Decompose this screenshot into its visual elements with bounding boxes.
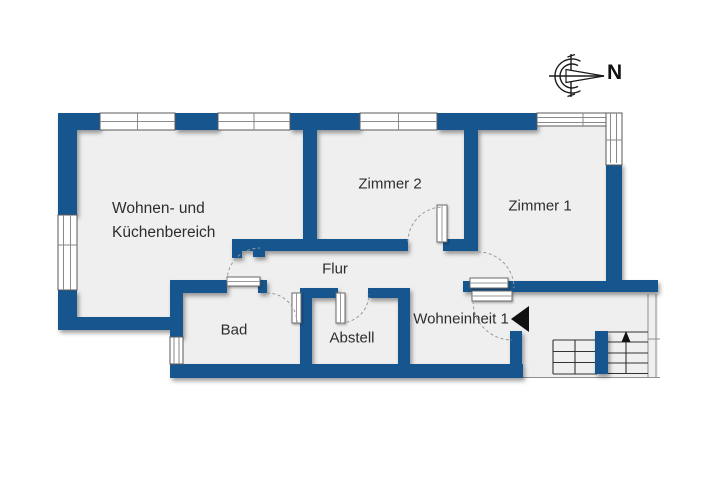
door-arc-bad	[266, 292, 298, 324]
door-swing-arcs	[226, 206, 515, 341]
room-label-wohnen-line2: Küchenbereich	[112, 224, 216, 241]
compass-north-label: N	[607, 61, 623, 84]
wall-divider-wohnen-zimmer2	[303, 130, 317, 251]
wall-top-2	[175, 113, 218, 130]
door-arc-entrance	[472, 300, 513, 341]
wall-abstell-top-right	[368, 288, 410, 298]
north-arrow-icon	[549, 53, 605, 98]
door-leaf-entrance	[471, 290, 513, 302]
window-top-2	[217, 112, 291, 131]
door-leaf-wohnen-flur	[226, 276, 261, 287]
wall-top-3	[290, 113, 360, 130]
wall-bottom	[170, 364, 523, 378]
door-arc-zimmer2	[407, 206, 444, 243]
wall-abstell-left	[300, 288, 312, 366]
wall-divider-zimmer2-zimmer1	[464, 130, 478, 251]
unit-label: Wohneinheit 1	[413, 310, 509, 328]
wall-bad-door-post	[258, 280, 267, 293]
door-leaves	[226, 204, 513, 324]
door-arc-wohnen-flur	[226, 247, 261, 282]
window-top-1	[99, 112, 176, 131]
walls	[58, 113, 658, 378]
wall-flur-top	[232, 239, 408, 251]
wall-stair-block	[595, 331, 608, 374]
wall-vestibule-right	[510, 331, 522, 370]
room-label-wohnen: Wohnen- und Küchenbereich	[112, 197, 215, 245]
room-label-zimmer1: Zimmer 1	[508, 197, 572, 215]
door-leaf-abstell	[335, 292, 346, 324]
window-top-3	[359, 112, 438, 131]
stair-direction-arrow	[621, 331, 631, 342]
room-label-wohnen-line1: Wohnen- und	[112, 200, 205, 217]
wall-step-connector	[170, 293, 183, 337]
room-label-abstell: Abstell	[329, 329, 375, 347]
wall-flur-stub	[253, 247, 265, 257]
wall-abstell-top-left	[300, 288, 338, 298]
wall-flur-cap	[232, 239, 242, 258]
room-label-bad: Bad	[220, 321, 248, 339]
door-arc-zimmer1	[477, 251, 515, 289]
wall-right-extension	[622, 280, 658, 292]
door-leaf-zimmer1	[469, 277, 509, 289]
window-left	[57, 214, 78, 291]
room-label-flur: Flur	[322, 260, 348, 278]
door-leaf-zimmer2	[436, 204, 448, 243]
wall-zimmer1-bottom	[463, 281, 622, 292]
room-label-zimmer2: Zimmer 2	[358, 175, 422, 193]
wall-top-4	[437, 113, 537, 130]
window-corner-right	[605, 112, 623, 166]
wall-bad-top	[170, 280, 227, 293]
entrance-arrow	[511, 306, 529, 332]
wall-abstell-right	[398, 288, 410, 366]
door-arc-abstell	[340, 293, 370, 324]
wall-right-exterior	[606, 163, 622, 292]
windows	[57, 112, 623, 365]
window-bad	[169, 336, 184, 365]
wall-wohnen-bottom	[58, 317, 183, 330]
wall-left-upper	[58, 113, 77, 215]
door-leaf-bad	[291, 292, 302, 324]
